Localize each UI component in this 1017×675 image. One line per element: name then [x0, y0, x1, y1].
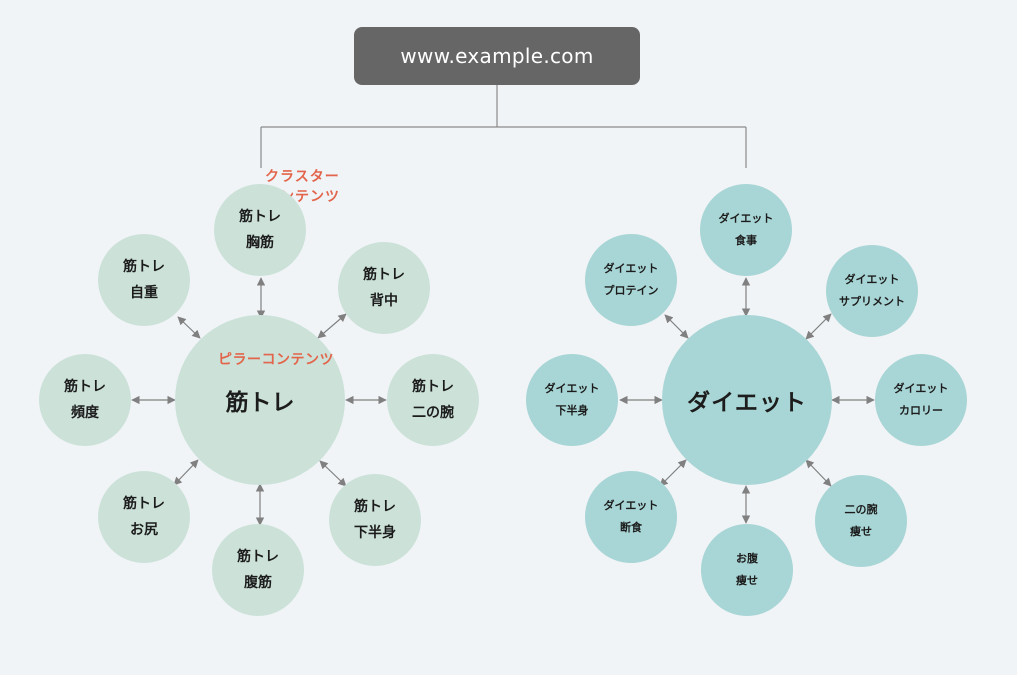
satellite-node: お腹 痩せ [701, 524, 793, 616]
hub-diet: ダイエット [662, 315, 832, 485]
hub-arrows [131, 277, 875, 526]
satellite-line1: ダイエット [844, 273, 900, 286]
satellite-node: ダイエット サプリメント [826, 245, 918, 337]
bidirectional-arrow [664, 314, 689, 339]
satellite-node: 筋トレ 腹筋 [212, 524, 304, 616]
satellite-line2: 自重 [130, 285, 158, 301]
satellite-node: ダイエット 断食 [585, 471, 677, 563]
satellite-line2: 腹筋 [244, 575, 272, 591]
satellite-line2: 頻度 [71, 405, 99, 421]
satellite-node: 筋トレ 胸筋 [214, 184, 306, 276]
cluster-label-line1: クラスター [265, 169, 340, 185]
satellite-line1: 二の腕 [844, 503, 878, 516]
satellite-node: 筋トレ 背中 [338, 242, 430, 334]
satellite-node: 筋トレ 自重 [98, 234, 190, 326]
satellite-line2: お尻 [130, 522, 158, 538]
satellite-line1: 筋トレ [237, 549, 279, 565]
satellite-line1: 筋トレ [239, 209, 281, 225]
satellite-node: 筋トレ お尻 [98, 471, 190, 563]
bidirectional-arrow [805, 313, 832, 340]
satellite-line1: 筋トレ [354, 499, 396, 515]
satellite-line1: 筋トレ [412, 379, 454, 395]
satellite-node: 二の腕 痩せ [815, 475, 907, 567]
satellite-line1: 筋トレ [123, 496, 165, 512]
hub-strength-training: 筋トレ [175, 315, 345, 485]
hub-label: ダイエット [687, 390, 807, 416]
satellite-node: ダイエット カロリー [875, 354, 967, 446]
satellite-node: 筋トレ 頻度 [39, 354, 131, 446]
satellite-line1: ダイエット [544, 382, 600, 395]
satellite-line1: お腹 [736, 552, 758, 565]
satellite-line1: 筋トレ [363, 267, 405, 283]
satellite-line2: 下半身 [354, 525, 396, 541]
satellite-line2: 下半身 [555, 404, 589, 417]
satellite-line2: 胸筋 [246, 235, 274, 251]
hub-label: 筋トレ [225, 390, 295, 416]
satellite-line2: 二の腕 [412, 405, 454, 421]
bidirectional-arrow [177, 316, 201, 339]
satellite-line2: 背中 [370, 293, 398, 309]
satellite-line2: 痩せ [850, 525, 872, 538]
satellite-line1: 筋トレ [64, 379, 106, 395]
bidirectional-arrow [319, 460, 347, 487]
satellite-node: ダイエット 下半身 [526, 354, 618, 446]
satellite-node: ダイエット 食事 [700, 184, 792, 276]
satellite-line2: プロテイン [603, 284, 659, 297]
satellite-line1: ダイエット [893, 382, 949, 395]
satellite-node: ダイエット プロテイン [585, 234, 677, 326]
satellite-node: 筋トレ 下半身 [329, 474, 421, 566]
satellite-line1: 筋トレ [123, 259, 165, 275]
satellite-line2: サプリメント [839, 295, 905, 308]
satellite-node: 筋トレ 二の腕 [387, 354, 479, 446]
domain-box: www.example.com [354, 27, 640, 85]
satellite-line2: 痩せ [736, 574, 758, 587]
satellite-line2: 食事 [735, 234, 757, 247]
tree-lines [260, 85, 747, 168]
satellite-line1: ダイエット [718, 212, 774, 225]
satellite-line1: ダイエット [603, 499, 659, 512]
bidirectional-arrow [173, 459, 199, 486]
bidirectional-arrow [659, 459, 687, 487]
domain-text: www.example.com [400, 44, 594, 68]
satellite-line2: カロリー [899, 404, 943, 417]
bidirectional-arrow [805, 459, 832, 487]
pillar-content-label: ピラーコンテンツ [218, 352, 334, 368]
satellite-line2: 断食 [620, 521, 642, 534]
bidirectional-arrow [317, 313, 347, 339]
satellite-line1: ダイエット [603, 262, 659, 275]
